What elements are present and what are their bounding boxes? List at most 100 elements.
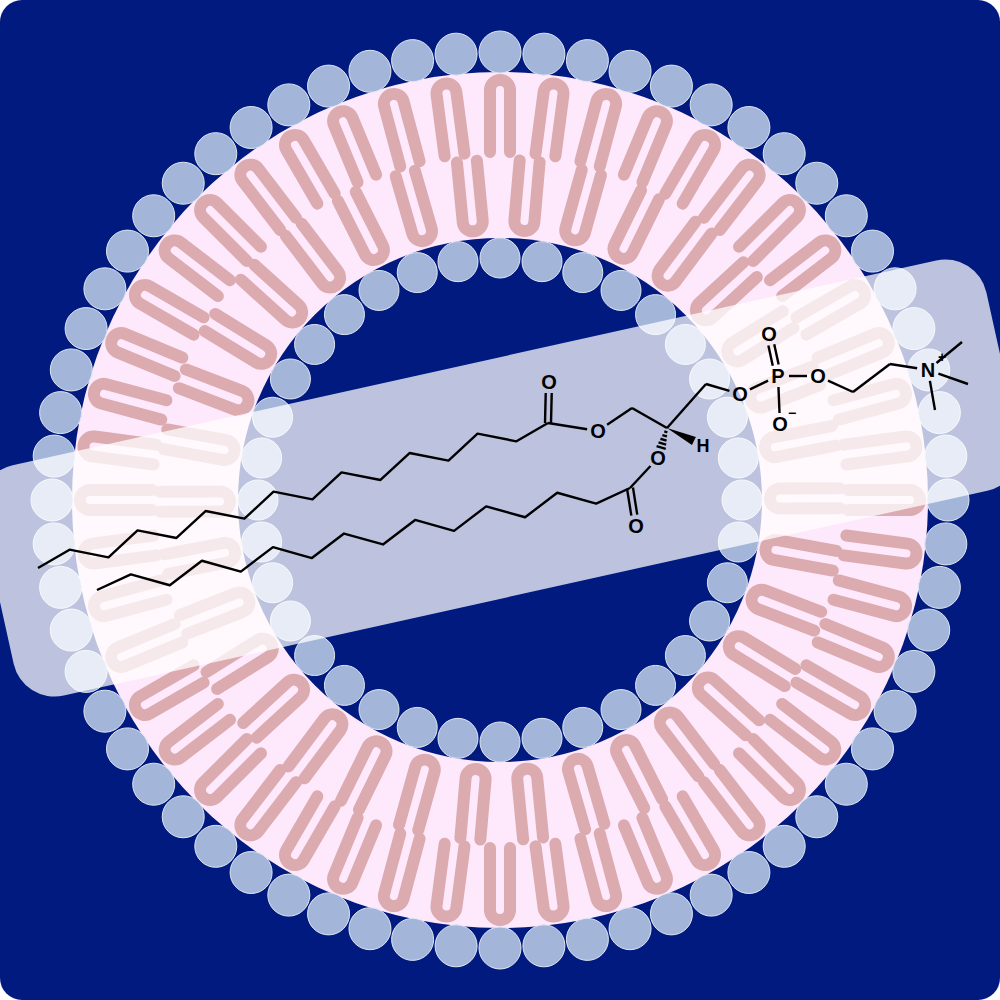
lipid-head xyxy=(690,874,732,916)
bond xyxy=(662,435,667,436)
lipid-head xyxy=(665,636,705,676)
lipid-tail xyxy=(382,92,420,167)
lipid-tail xyxy=(288,710,346,778)
lipid-tail xyxy=(665,131,718,203)
lipid-tail xyxy=(654,222,712,290)
lipid-tail xyxy=(624,108,670,182)
lipid-tail xyxy=(514,160,540,231)
lipid-head xyxy=(479,31,521,73)
bond xyxy=(750,381,768,390)
lipid-tail xyxy=(580,834,618,909)
lipid-tail xyxy=(770,704,839,764)
atom-label: P xyxy=(771,366,784,386)
lipid-tail xyxy=(161,236,230,296)
lipid-head xyxy=(392,918,434,960)
bond xyxy=(548,423,587,429)
lipid-head xyxy=(851,728,893,770)
lipid-tail xyxy=(399,757,437,830)
lipid-head xyxy=(133,195,175,237)
lipid-tail xyxy=(490,80,510,152)
atom-label: O xyxy=(810,366,826,386)
bond xyxy=(778,387,779,413)
atom-label: O xyxy=(650,448,666,468)
lipid-head xyxy=(270,359,310,399)
phospholipid-structure xyxy=(38,342,968,590)
lipid-tail xyxy=(236,770,296,839)
lipid-tail xyxy=(490,848,510,920)
lipid-tail xyxy=(764,538,836,570)
lipid-head xyxy=(566,918,608,960)
charge-sign: + xyxy=(938,350,946,364)
lipid-tail xyxy=(739,196,804,261)
lipid-head xyxy=(825,763,867,805)
lipid-tail xyxy=(536,844,565,918)
lipid-tail xyxy=(286,224,344,292)
lipid-head xyxy=(84,268,126,310)
charge-sign: − xyxy=(788,406,796,420)
highlight-band xyxy=(0,251,1000,704)
lipid-head xyxy=(601,270,641,310)
lipid-tail xyxy=(196,739,261,804)
lipid-head xyxy=(435,33,477,75)
bond xyxy=(660,439,666,441)
lipid-head xyxy=(609,50,651,92)
bond xyxy=(938,374,968,384)
lipid-head xyxy=(349,50,391,92)
lipid-tail xyxy=(196,196,261,261)
lipid-head xyxy=(359,690,399,730)
lipid-head xyxy=(162,796,204,838)
bond xyxy=(632,408,667,428)
atom-label: O xyxy=(590,421,606,441)
bond xyxy=(630,466,650,488)
bond xyxy=(828,381,853,392)
lipid-head xyxy=(308,893,350,935)
lipid-head xyxy=(609,908,651,950)
lipid-tail xyxy=(818,624,892,670)
lipid-tail xyxy=(281,796,334,868)
lipid-head xyxy=(308,65,350,107)
lipid-tail xyxy=(330,818,376,892)
bond xyxy=(930,381,935,410)
bond xyxy=(768,345,772,365)
lipid-head xyxy=(563,253,603,293)
lipid-head xyxy=(50,349,92,391)
lipid-tail xyxy=(435,844,464,918)
lipid-head xyxy=(480,722,520,762)
lipid-tail xyxy=(92,382,167,420)
lipid-head xyxy=(268,874,310,916)
lipid-tail xyxy=(330,108,376,182)
lipid-head xyxy=(268,84,310,126)
lipid-head xyxy=(650,65,692,107)
lipid-head xyxy=(918,566,960,608)
lipid-tail xyxy=(457,161,484,233)
lipid-head xyxy=(601,690,641,730)
lipid-head xyxy=(324,295,364,335)
lipid-head xyxy=(563,707,603,747)
lipid-head xyxy=(324,665,364,705)
lipid-head xyxy=(523,925,565,967)
lipid-head xyxy=(435,925,477,967)
lipid-head xyxy=(908,609,950,651)
lipid-head xyxy=(707,563,747,603)
atom-label: O xyxy=(541,372,557,392)
lipid-tail xyxy=(205,314,275,368)
lipid-tail xyxy=(834,580,909,618)
lipid-tail xyxy=(613,737,662,809)
lipid-head xyxy=(392,40,434,82)
bond xyxy=(936,342,962,363)
lipid-tail xyxy=(704,161,764,230)
lipid-head xyxy=(133,763,175,805)
lipid-head xyxy=(230,107,272,149)
lipid-head xyxy=(763,133,805,175)
atom-label: O xyxy=(628,516,644,536)
lipid-head xyxy=(397,253,437,293)
lipid-head xyxy=(107,230,149,272)
lipid-head xyxy=(162,162,204,204)
lipid-head xyxy=(40,392,82,434)
bond xyxy=(38,423,548,568)
atom-label: O xyxy=(761,324,777,344)
lipid-head xyxy=(195,133,237,175)
lipid-tail xyxy=(382,834,420,909)
lipid-head xyxy=(851,230,893,272)
lipid-head xyxy=(796,796,838,838)
